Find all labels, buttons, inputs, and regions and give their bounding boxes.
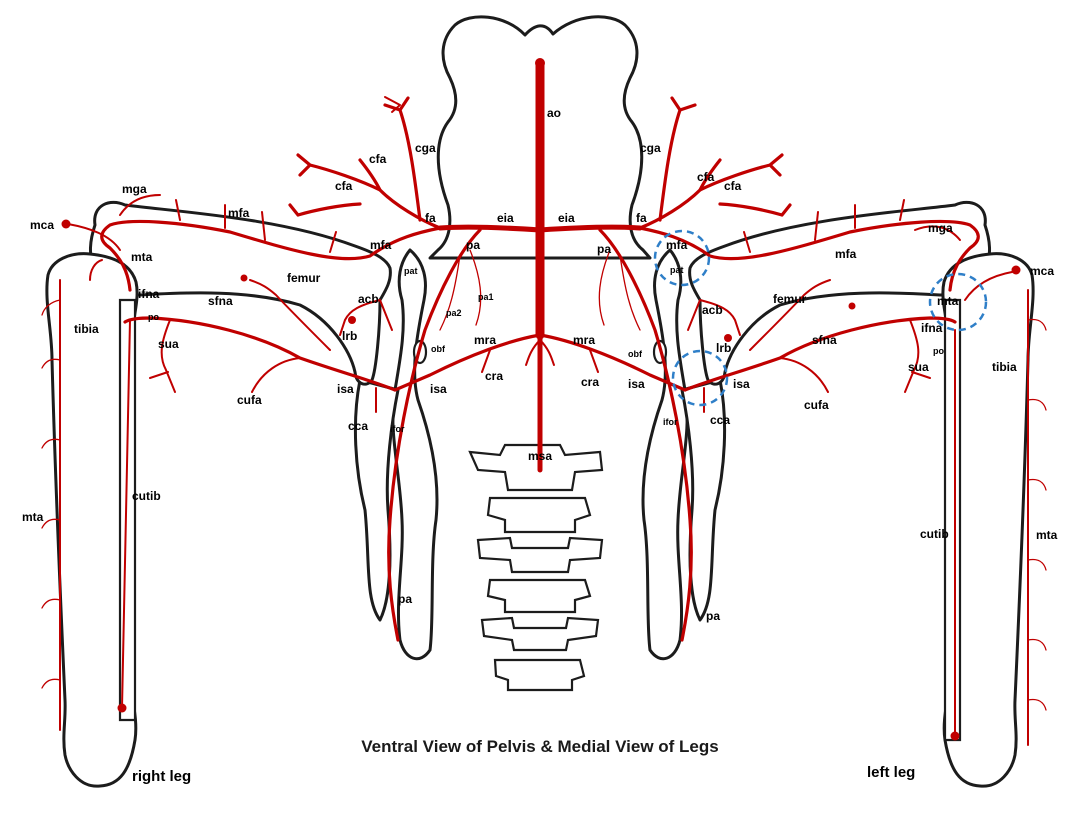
label-cra-right: cra	[485, 369, 503, 383]
aorta-origin	[535, 58, 545, 68]
left-fibula-bone	[943, 298, 962, 742]
labels: ao msa eia eia fa pa pa1 pa2 mra cra obf…	[22, 106, 1058, 785]
label-fa-right: fa	[425, 211, 436, 225]
left-femoral-artery	[638, 219, 980, 292]
right-pudendal-artery	[387, 228, 482, 642]
label-mca-right: mca	[30, 218, 54, 232]
label-ifna-right: ifna	[138, 287, 160, 301]
label-sfna-left: sfna	[812, 333, 837, 347]
vertebral-column	[468, 443, 604, 692]
highlight-mfa-circle	[653, 229, 711, 287]
left-pelvis-bone	[641, 248, 689, 661]
label-mca-left: mca	[1030, 264, 1054, 278]
label-lrb-right: lrb	[342, 329, 357, 343]
label-ifor-right: ifor	[390, 424, 405, 434]
label-left-leg: left leg	[867, 764, 915, 781]
label-po-right: po	[148, 312, 159, 322]
label-mta-right-upper: mta	[131, 250, 153, 264]
label-pat-right: pat	[404, 266, 418, 276]
bones	[45, 15, 1035, 788]
highlight-isa-circle	[671, 349, 729, 407]
label-tibia-right: tibia	[74, 322, 99, 336]
right-external-iliac-artery	[437, 224, 543, 233]
label-mta-right-lower: mta	[22, 510, 44, 524]
label-eia-right: eia	[497, 211, 514, 225]
label-pa-left-lower: pa	[706, 609, 720, 623]
label-cga-right: cga	[415, 141, 436, 155]
label-pa-left-upper: pa	[597, 242, 611, 256]
label-cufa-right: cufa	[237, 393, 262, 407]
label-cutib-right: cutib	[132, 489, 161, 503]
label-mfa-right-femur: mfa	[228, 206, 250, 220]
label-cfa-right-upper: cfa	[369, 152, 387, 166]
highlight-markers	[653, 229, 988, 407]
label-mga-left: mga	[928, 221, 953, 235]
label-cca-right: cca	[348, 419, 368, 433]
label-isa-left-pelvis: isa	[628, 377, 645, 391]
label-cufa-left: cufa	[804, 398, 829, 412]
label-isa-right-pelvis: isa	[430, 382, 447, 396]
label-pa2-right: pa2	[446, 308, 462, 318]
right-tibia-bone	[45, 252, 139, 788]
left-pudendal-artery	[598, 228, 693, 642]
label-obf-left: obf	[628, 349, 643, 359]
label-acb-left: acb	[702, 303, 723, 317]
right-ischiatic-artery	[123, 316, 397, 392]
label-msa: msa	[528, 449, 552, 463]
highlight-mta-circle	[928, 272, 988, 332]
label-fa-left: fa	[636, 211, 647, 225]
arteries	[41, 58, 1047, 746]
label-mfa-right-pelvis: mfa	[370, 238, 392, 252]
label-ifna-left: ifna	[921, 321, 943, 335]
right-femur-bone	[89, 200, 392, 386]
label-pa-right-lower: pa	[398, 592, 412, 606]
label-cfa-left-upper: cfa	[697, 170, 715, 184]
right-femoral-artery	[100, 219, 442, 292]
label-mta-left-upper: mta	[937, 294, 959, 308]
label-mra-right: mra	[474, 333, 496, 347]
label-cfa-left-lower: cfa	[724, 179, 742, 193]
label-sfna-right: sfna	[208, 294, 233, 308]
label-ao: ao	[547, 106, 561, 120]
right-medial-rectal-artery	[393, 333, 542, 392]
label-mfa-left-femur: mfa	[835, 247, 857, 261]
label-cga-left: cga	[640, 141, 661, 155]
label-pa1-right: pa1	[478, 292, 494, 302]
figure-caption: Ventral View of Pelvis & Medial View of …	[361, 737, 718, 756]
label-tibia-left: tibia	[992, 360, 1017, 374]
right-cutaneous-tibial-artery	[121, 319, 131, 709]
label-isa-left: isa	[733, 377, 750, 391]
label-mga-right: mga	[122, 182, 147, 196]
label-mfa-left-pelvis: mfa	[666, 238, 688, 252]
label-cfa-right-lower: cfa	[335, 179, 353, 193]
label-obf-right: obf	[431, 344, 446, 354]
label-pat-left: pat	[670, 265, 684, 275]
left-external-iliac-artery	[537, 224, 643, 233]
label-eia-left: eia	[558, 211, 575, 225]
label-po-left: po	[933, 346, 944, 356]
label-right-leg: right leg	[132, 768, 191, 785]
left-femur-bone	[688, 200, 991, 386]
label-femur-right: femur	[287, 271, 321, 285]
label-isa-right: isa	[337, 382, 354, 396]
left-medial-rectal-artery	[538, 333, 687, 392]
label-sua-left: sua	[908, 360, 929, 374]
label-ifor-left: ifor	[663, 417, 678, 427]
label-mta-left-lower: mta	[1036, 528, 1058, 542]
label-acb-right: acb	[358, 292, 379, 306]
label-cra-left: cra	[581, 375, 599, 389]
label-femur-left: femur	[773, 292, 807, 306]
label-pa-right-upper: pa	[466, 238, 480, 252]
label-sua-right: sua	[158, 337, 179, 351]
label-lrb-left: lrb	[716, 341, 731, 355]
left-ischiatic-artery	[683, 316, 957, 392]
label-cca-left: cca	[710, 413, 730, 427]
label-cutib-left: cutib	[920, 527, 949, 541]
label-mra-left: mra	[573, 333, 595, 347]
